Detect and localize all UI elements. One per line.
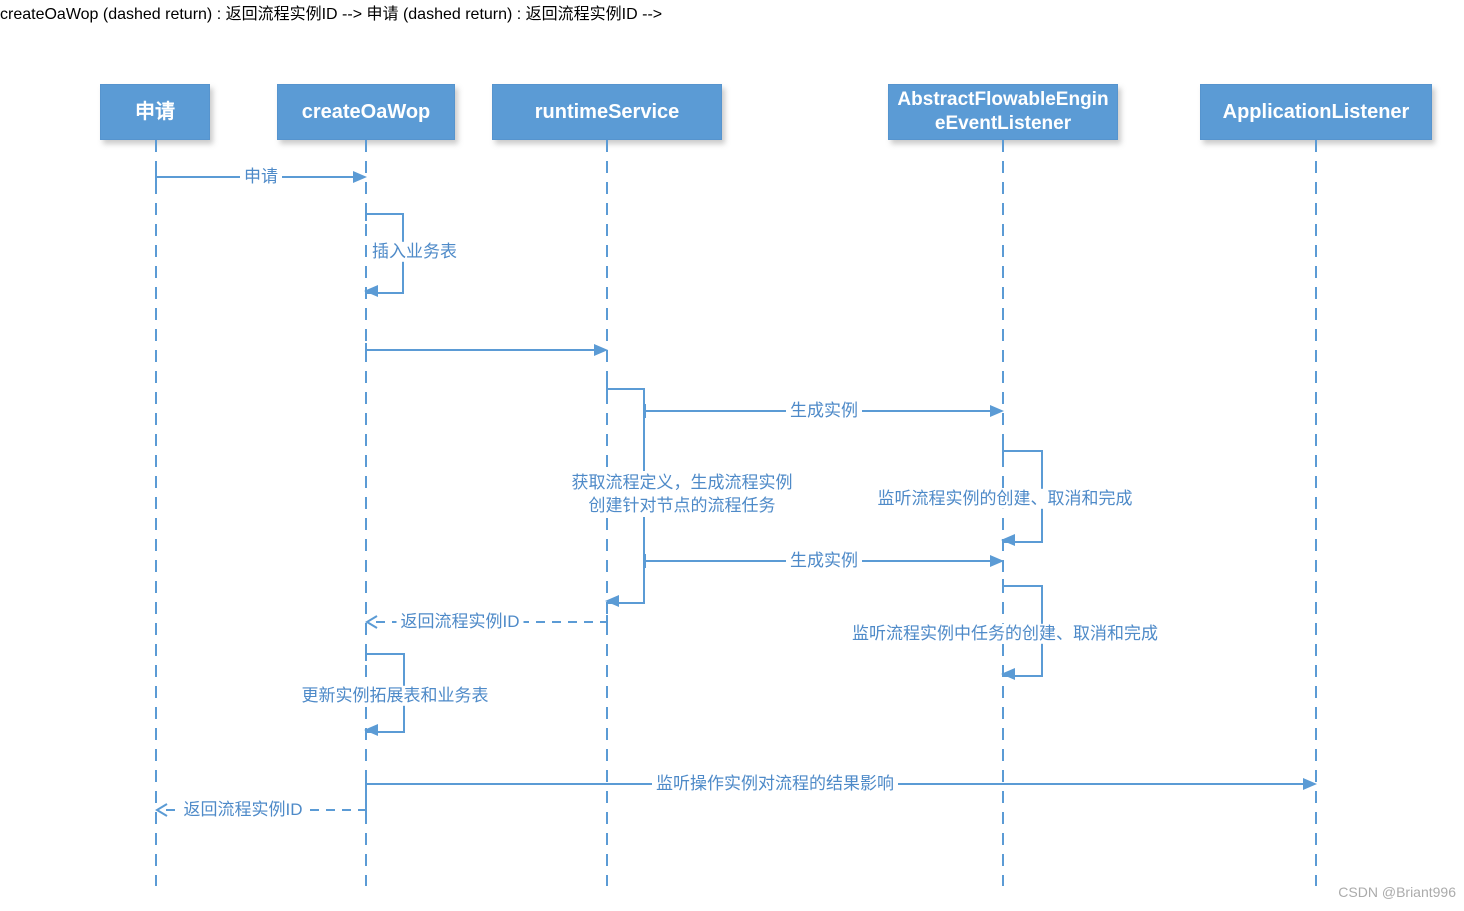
arrowhead-left-icon [1001,668,1015,680]
actor-abstract-flowable-engine-event-listener: AbstractFlowableEngineEventListener [888,84,1118,140]
actor-create-oa-wop: createOaWop [277,84,455,140]
lifeline-create-oa-wop [365,140,367,886]
message-label: 生成实例 [786,550,862,572]
message-label: 监听流程实例中任务的创建、取消和完成 [850,623,1160,645]
arrowhead-left-icon [1001,534,1015,546]
message-label: 插入业务表 [370,241,459,263]
arrowhead-right-icon [990,405,1004,417]
self-message-listen-task-events: 监听流程实例中任务的创建、取消和完成 [850,579,1160,680]
watermark: CSDN @Briant996 [1338,884,1456,900]
lifeline-application-listener [1315,140,1317,886]
message-label: 生成实例 [786,400,862,422]
self-message-listen-instance-events: 监听流程实例的创建、取消和完成 [875,444,1135,546]
message-listen-operation-result: 监听操作实例对流程的结果影响 [365,773,1317,795]
return-message-process-instance-id-2: 返回流程实例ID [155,799,367,821]
message-label: 返回流程实例ID [179,799,307,821]
arrowhead-open-left-icon [155,803,168,817]
message-start-tick [1002,444,1004,458]
arrowhead-right-icon [1303,778,1317,790]
message-label: 申请 [240,166,282,188]
message-call-runtime-service [365,342,608,358]
message-start-tick [1002,579,1004,593]
lifeline-applicant [155,140,157,886]
message-label: 监听操作实例对流程的结果影响 [652,773,898,795]
return-message-process-instance-id-1: 返回流程实例ID [365,611,608,633]
arrowhead-left-icon [364,724,378,736]
arrowhead-left-icon [605,595,619,607]
message-apply: 申请 [155,166,367,188]
arrowhead-left-icon [364,285,378,297]
message-line [366,349,598,351]
message-create-instance-2: 生成实例 [644,550,1004,572]
actor-application-listener: ApplicationListener [1200,84,1432,140]
message-label-line2: 创建针对节点的流程任务 [588,496,776,515]
actor-applicant: 申请 [100,84,210,140]
message-start-tick [365,207,367,221]
message-start-tick [365,647,367,661]
message-create-instance-1: 生成实例 [644,400,1004,422]
message-label-line1: 获取流程定义，生成流程实例 [571,473,793,492]
message-start-tick [606,382,608,396]
self-message-update-tables: 更新实例拓展表和业务表 [299,647,491,736]
arrowhead-open-left-icon [365,615,378,629]
message-label: 更新实例拓展表和业务表 [299,685,491,707]
message-label: 获取流程定义，生成流程实例 创建针对节点的流程任务 [552,471,812,517]
message-label: 监听流程实例的创建、取消和完成 [875,488,1135,510]
actor-runtime-service: runtimeService [492,84,722,140]
lifeline-abstract-flowable-engine-event-listener [1002,140,1004,886]
message-label: 返回流程实例ID [396,611,524,633]
self-message-get-process-definition: 获取流程定义，生成流程实例 创建针对节点的流程任务 [552,382,812,607]
message-start-tick [606,615,608,629]
arrowhead-right-icon [353,171,367,183]
arrowhead-right-icon [990,555,1004,567]
arrowhead-right-icon [594,344,608,356]
self-message-insert-business-table: 插入业务表 [364,207,459,297]
message-start-tick [365,803,367,817]
